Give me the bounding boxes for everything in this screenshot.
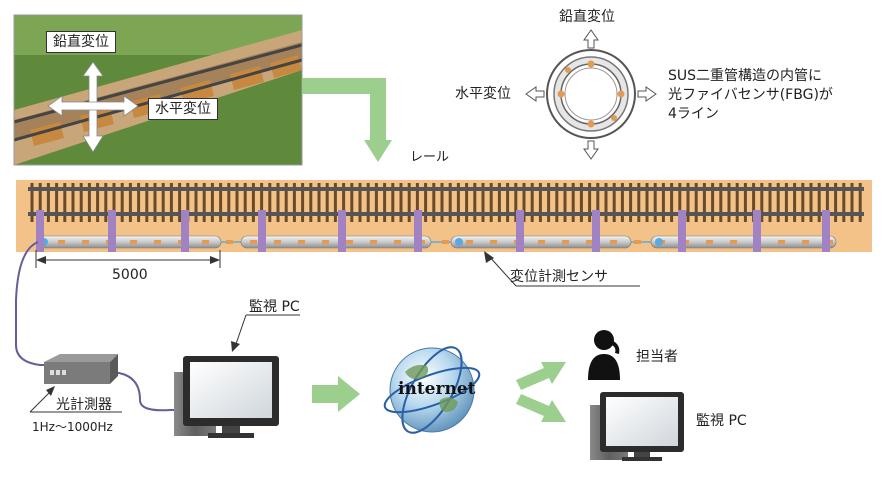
cross-section-horizontal-label: 水平変位 — [455, 86, 511, 102]
description-line: SUS二重管構造の内管に — [668, 68, 823, 84]
fbg-mark — [250, 240, 257, 244]
sensor-clamp — [592, 210, 600, 252]
photo-horizontal-displacement-label: 水平変位 — [148, 98, 218, 120]
sensor-clamp — [36, 210, 44, 252]
pc-to-internet-arrow — [312, 376, 360, 412]
sensor-clamps — [36, 210, 830, 252]
fbg-mark — [202, 240, 209, 244]
sensor-pipe — [240, 235, 432, 249]
sensor-clamp — [414, 210, 422, 252]
cross-section-vertical-label: 鉛直変位 — [559, 9, 615, 25]
fbg-mark — [322, 240, 329, 244]
sensor-pipe — [37, 235, 222, 249]
fbg-mark — [730, 240, 737, 244]
fbg-mark — [778, 240, 785, 244]
sensor-pipe — [650, 235, 837, 249]
fbg-mark — [154, 240, 161, 244]
track-photo-inset — [13, 14, 303, 166]
fbg-mark — [130, 240, 137, 244]
fbg-mark — [466, 240, 473, 244]
fbg-mark — [346, 240, 353, 244]
fiber-cable-to-pc — [107, 371, 188, 412]
sensor-callout — [484, 251, 640, 287]
monitoring-pc-left — [174, 356, 279, 438]
instrument-frequency-label: 1Hz〜1000Hz — [32, 420, 113, 434]
photo-vertical-displacement-label: 鉛直変位 — [46, 31, 116, 53]
fbg-mark — [634, 240, 641, 244]
sensor-clamp — [258, 210, 266, 252]
fbg-sensor-left — [557, 90, 565, 98]
fbg-mark — [538, 240, 545, 244]
fbg-sensor-top — [587, 60, 595, 68]
sensor-clamp — [181, 210, 189, 252]
span-dimension — [35, 250, 221, 268]
person-label: 担当者 — [636, 349, 678, 365]
fbg-mark — [610, 240, 617, 244]
instrument-name-label: 光計測器 — [56, 397, 112, 413]
monitoring-pc-right-label: 監視 PC — [696, 413, 747, 429]
fbg-mark — [802, 240, 809, 244]
person-icon — [588, 330, 620, 380]
sensor-clamp — [516, 210, 524, 252]
fbg-mark — [82, 240, 89, 244]
fbg-mark — [58, 240, 65, 244]
fbg-mark — [394, 240, 401, 244]
internet-to-pc-arrow — [516, 394, 566, 422]
rail-label: レール — [410, 150, 450, 165]
pc-left-callout — [231, 314, 300, 352]
cross-section-arrows — [525, 29, 657, 160]
fbg-mark — [274, 240, 281, 244]
fbg-sensor-bottom — [587, 120, 595, 128]
description-line: 光ファイバセンサ(FBG)が — [668, 87, 833, 103]
fbg-mark — [370, 240, 377, 244]
span-length-label: 5000 — [112, 267, 148, 283]
optical-instrument — [44, 354, 118, 384]
fbg-mark — [706, 240, 713, 244]
sensor-clamp — [753, 210, 761, 252]
fbg-mark — [490, 240, 497, 244]
pipe-cross-section — [546, 49, 636, 139]
fbg-mark — [442, 240, 449, 244]
instrument-callout — [29, 386, 122, 413]
photo-to-rail-arrowhead — [364, 140, 392, 162]
displacement-cross-arrows — [47, 61, 139, 153]
fbg-mark — [298, 240, 305, 244]
monitoring-pc-left-label: 監視 PC — [249, 299, 300, 315]
sensor-clamp — [338, 210, 346, 252]
internet-label: internet — [398, 379, 476, 399]
fbg-mark — [562, 240, 569, 244]
fiber-cable — [15, 241, 60, 366]
sensor-clamp — [678, 210, 686, 252]
fbg-mark — [226, 240, 233, 244]
cross-section-description: SUS二重管構造の内管に 光ファイバセンサ(FBG)が 4ライン — [668, 67, 833, 124]
internet-globe — [383, 346, 481, 434]
sensor-clamp — [822, 210, 830, 252]
photo-to-rail-arrow — [302, 78, 386, 140]
monitoring-pc-right — [590, 392, 684, 461]
description-line: 4ライン — [668, 106, 719, 122]
displacement-sensor-pipes — [37, 235, 837, 249]
sensor-clamp — [108, 210, 116, 252]
fbg-sensor-right — [617, 90, 625, 98]
sensor-label: 変位計測センサ — [510, 269, 608, 285]
fbg-mark — [586, 240, 593, 244]
internet-to-person-arrow — [516, 362, 566, 390]
